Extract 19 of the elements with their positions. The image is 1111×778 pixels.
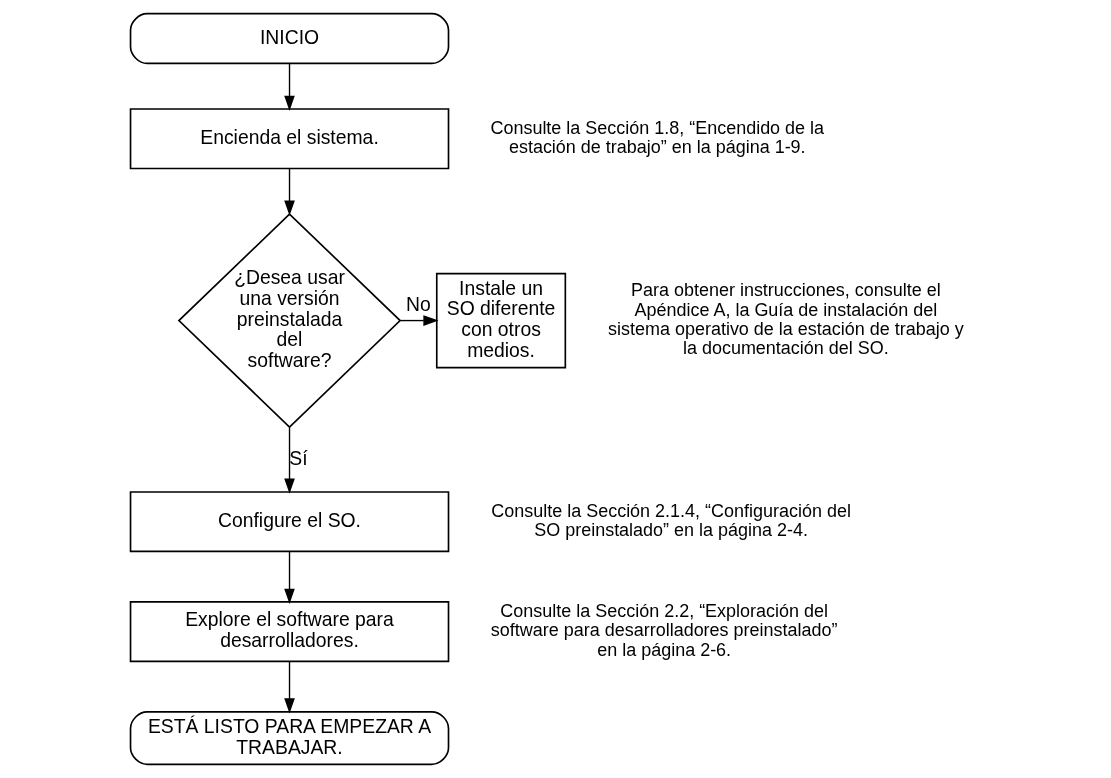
arrow: [399, 315, 439, 326]
node-box: Instale un SO diferente con otros medios.: [435, 272, 566, 369]
edge-label: No: [405, 293, 431, 316]
arrow: [283, 661, 295, 714]
node-label: Para obtener instrucciones, consulte el Apéndice A, la Guía de instalación del sistema operativo de la estación de trabajo y la documentación del SO.: [607, 280, 964, 359]
arrow: [283, 167, 295, 216]
node-box: ESTÁ LISTO PARA EMPEZAR A TRABAJAR.: [129, 711, 449, 766]
node-label: Consulte la Sección 2.1.4, “Configuración del SO preinstalado” en la página 2-4.: [490, 500, 851, 541]
node-box: Encienda el sistema.: [129, 108, 449, 170]
node-box: Explore el software para desarrolladores.: [129, 601, 449, 663]
arrow: [283, 62, 295, 111]
edge-label: Sí: [288, 446, 308, 469]
node-diamond: ¿Desea usar una versión preinstalada del software?: [177, 212, 401, 429]
node-box: INICIO: [129, 12, 449, 65]
arrow: [283, 426, 295, 494]
arrow: [283, 551, 295, 604]
node-box: Configure el SO.: [129, 491, 449, 553]
node-label: Consulte la Sección 2.2, “Exploración del software para desarrolladores preinstalado” en la página 2-6.: [490, 600, 837, 660]
node-label: Consulte la Sección 1.8, “Encendido de la estación de trabajo” en la página 1-9.: [489, 117, 824, 158]
